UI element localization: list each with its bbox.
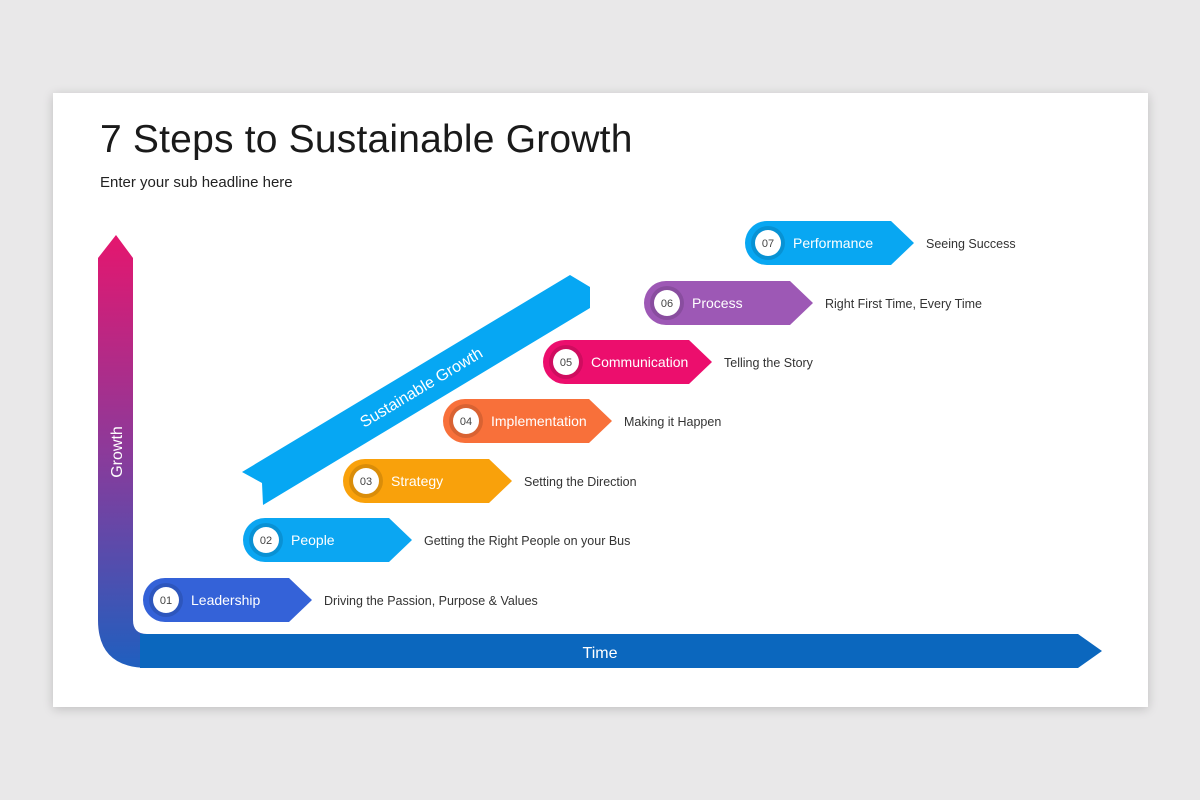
step-label: Strategy [391,473,443,489]
step-number: 03 [360,476,372,488]
step-label: Implementation [491,413,587,429]
step-06: 06 Process Right First Time, Every Time [644,281,982,325]
page-title: 7 Steps to Sustainable Growth [100,118,633,161]
sustainable-growth-banner [242,275,590,505]
step-03: 03 Strategy Setting the Direction [343,459,637,503]
step-number-circle [153,587,179,613]
growth-axis-label: Growth [109,426,126,478]
step-number-circle [553,349,579,375]
step-arrow-shape [543,340,712,384]
step-number: 06 [661,298,673,310]
step-number-circle [253,527,279,553]
step-label: People [291,532,335,548]
step-number: 05 [560,357,572,369]
step-arrow-shape [243,518,412,562]
step-description: Seeing Success [926,237,1016,251]
step-02: 02 People Getting the Right People on your… [243,518,630,562]
step-number-circle [654,290,680,316]
step-07: 07 Performance Seeing Success [745,221,1016,265]
step-04: 04 Implementation Making it Happen [443,399,721,443]
step-number-circle [453,408,479,434]
step-label: Performance [793,235,873,251]
step-number: 01 [160,595,172,607]
step-description: Driving the Passion, Purpose & Values [324,594,538,608]
step-05: 05 Communication Telling the Story [543,340,814,384]
step-arrow-shape [343,459,512,503]
step-number-circle [755,230,781,256]
step-label: Communication [591,354,688,370]
step-description: Setting the Direction [524,475,637,489]
step-description: Telling the Story [724,356,814,370]
page-subtitle: Enter your sub headline here [100,174,293,191]
step-arrow-shape [644,281,813,325]
step-arrow-shape [745,221,914,265]
step-label: Process [692,295,743,311]
step-number: 07 [762,238,774,250]
step-number: 04 [460,416,472,428]
time-axis-label: Time [583,645,618,662]
growth-axis-arrow [98,235,160,668]
step-arrow-shape [143,578,312,622]
step-description: Getting the Right People on your Bus [424,534,630,548]
step-number: 02 [260,535,272,547]
step-label: Leadership [191,592,260,608]
step-arrow-shape [443,399,612,443]
step-description: Right First Time, Every Time [825,297,982,311]
step-description: Making it Happen [624,415,721,429]
step-01: 01 Leadership Driving the Passion, Purpose… [143,578,538,622]
time-axis-arrow [140,634,1102,668]
step-number-circle [353,468,379,494]
